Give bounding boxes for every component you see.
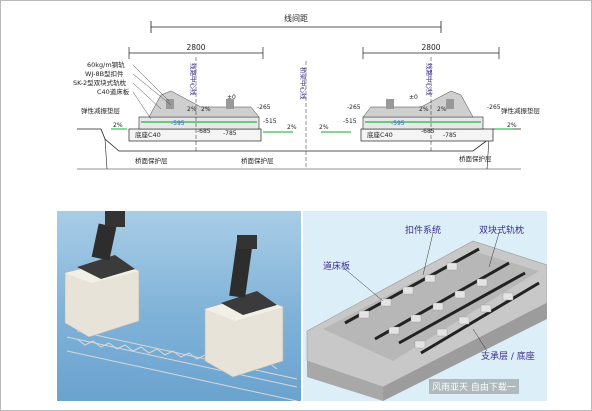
slope-8: 2% [507,122,517,129]
fastener-label: WJ-8B型扣件 [85,69,124,78]
slab-label: 道床板 [323,262,351,272]
sleeper-label: SK-2型双块式轨枕 [73,78,127,87]
dim-785-left: -785 [223,130,237,137]
slab-label: C40道床板 [97,87,130,96]
dim-685-left: -685 [197,128,211,135]
zero-right: ±0 [409,94,418,101]
track-center-label-right: 线路中心线 [425,63,434,96]
bridge-center-label: 桥梁中心线 [299,67,308,100]
elastic-pad-label-right: 弹性减振垫层 [501,106,541,115]
slope-7: 2% [319,124,329,131]
sleeper-render [64,211,298,401]
slope-3: 2% [419,106,429,113]
cross-section-drawing: 线间距 2800 2800 [73,13,541,170]
base-label-left: 底座C40 [135,130,161,139]
slope-5: 2% [113,122,123,129]
dim-2800-right: 2800 [421,43,440,52]
dim-595-left: -595 [171,120,185,127]
rail-label: 60kg/m钢轨 [87,60,125,69]
elastic-pad-label-left: 弹性减振垫层 [81,106,121,115]
track-spacing-label: 线间距 [284,13,308,23]
slab-render-panel: 扣件系统 双块式轨枕 道床板 支承层 / 底座 风雨亚天 自由下载一 [303,211,547,401]
dim-595-right: -595 [391,120,405,127]
protect-label-center: 桥面保护层 [241,156,274,165]
slope-6: 2% [287,124,297,131]
protect-label-right: 桥面保护层 [459,154,492,163]
base-label-right: 底座C40 [367,130,393,139]
track-center-label-left: 线路中心线 [189,63,198,96]
dim-515-right: -515 [343,118,357,125]
watermark-text: 风雨亚天 自由下载一 [429,379,519,394]
fastener-system-label: 扣件系统 [405,226,442,236]
slope-2: 2% [201,106,211,113]
slope-4: 2% [437,106,447,113]
dim-265-left: -265 [257,104,271,111]
dim-515-left: -515 [263,118,277,125]
dim-265-right: -265 [347,104,361,111]
zero-left: ±0 [227,94,236,101]
dim-685-right: -685 [421,128,435,135]
layer-labels: 60kg/m钢轨 WJ-8B型扣件 SK-2型双块式轨枕 C40道床板 [73,60,172,120]
slope-1: 2% [187,106,197,113]
dim-265-far-right: -265 [487,104,501,111]
sleeper-render-panel [57,211,301,401]
support-base-label: 支承层 / 底座 [481,352,535,362]
sleeper-label: 双块式轨枕 [479,226,525,236]
dim-785-right: -785 [443,132,457,139]
slab-render [306,232,547,401]
dim-2800-left: 2800 [186,43,205,52]
protect-label-left: 桥面保护层 [135,156,168,165]
